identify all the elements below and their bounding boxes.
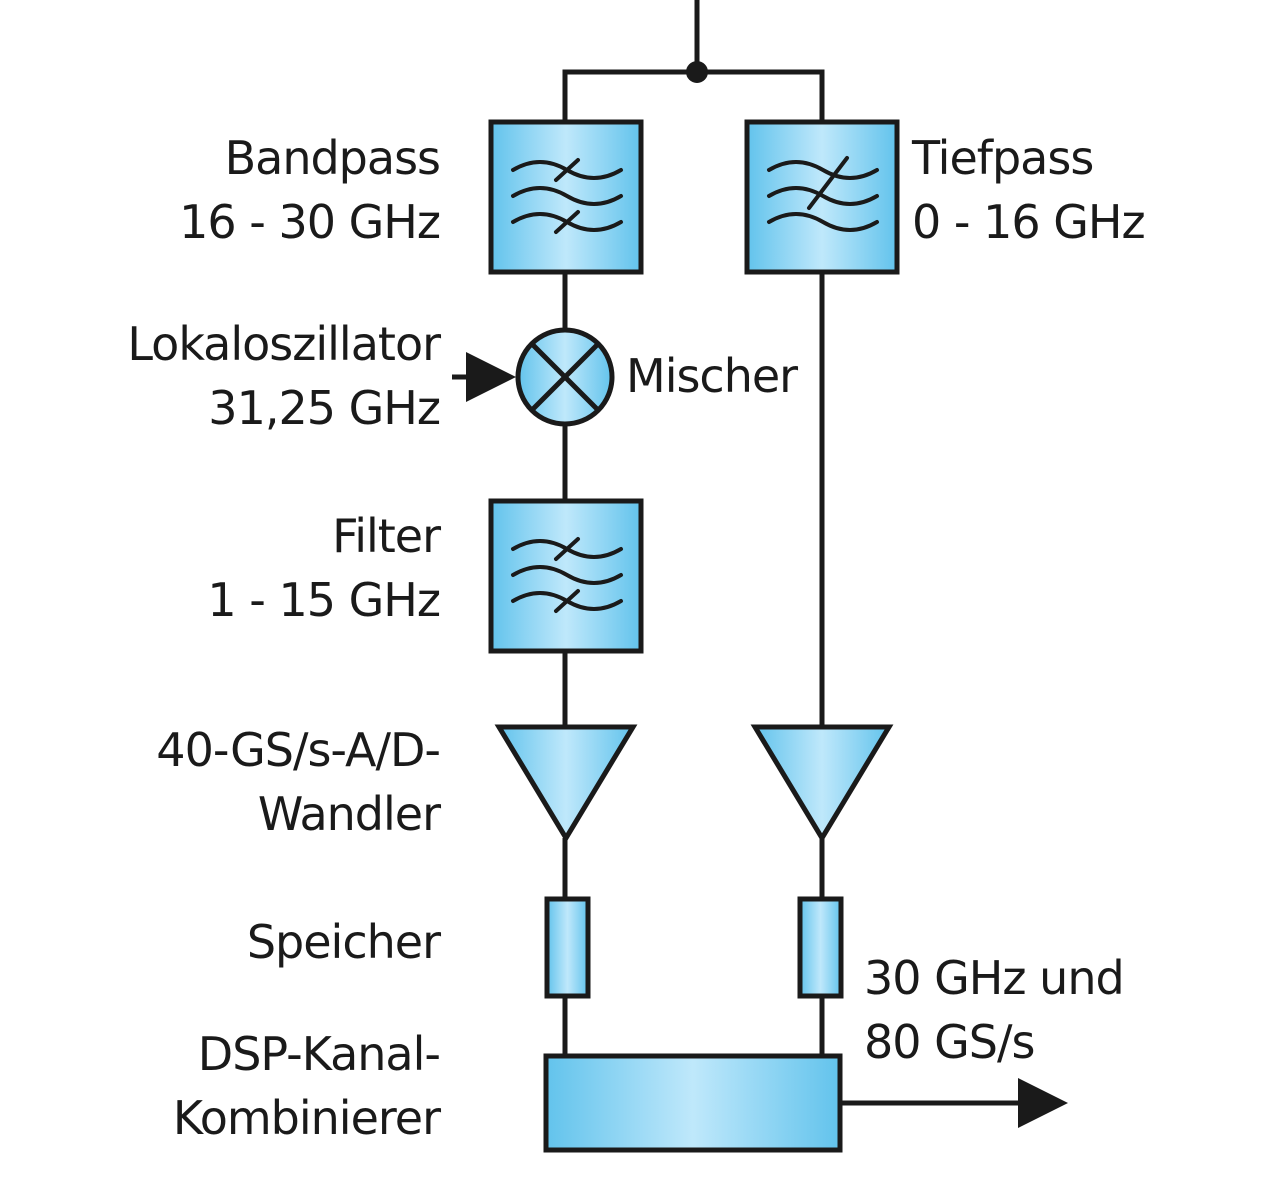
mixer-symbol bbox=[515, 327, 615, 427]
if-filter-block bbox=[488, 498, 644, 654]
adc-left-triangle bbox=[494, 724, 638, 843]
adc-label-line1: 40-GS/s-A/D- bbox=[156, 723, 441, 777]
speicher-label: Speicher bbox=[246, 915, 441, 969]
filter-label: Filter 1 - 15 GHz bbox=[207, 504, 441, 632]
lo-label: Lokaloszillator 31,25 GHz bbox=[127, 312, 441, 440]
split-junction-dot bbox=[686, 61, 708, 83]
adc-right-triangle bbox=[750, 724, 894, 843]
input-line bbox=[562, 0, 825, 122]
lowpass-filter-icon bbox=[767, 156, 879, 232]
bandpass-filter-icon bbox=[511, 158, 623, 234]
memory-right-block bbox=[797, 896, 844, 999]
dsp-label-line1: DSP-Kanal- bbox=[197, 1027, 441, 1081]
output-spec-label: 30 GHz und 80 GS/s bbox=[864, 946, 1125, 1074]
lo-label-name: Lokaloszillator bbox=[127, 317, 441, 371]
dsp-label: DSP-Kanal- Kombinierer bbox=[172, 1022, 441, 1150]
output-spec-bandwidth: 30 GHz und bbox=[864, 951, 1125, 1005]
filter-label-name: Filter bbox=[332, 509, 441, 563]
adc-label: 40-GS/s-A/D- Wandler bbox=[156, 718, 441, 846]
lo-label-freq: 31,25 GHz bbox=[208, 381, 441, 435]
output-spec-rate: 80 GS/s bbox=[864, 1015, 1035, 1069]
mischer-label: Mischer bbox=[626, 349, 798, 403]
tiefpass-label-name: Tiefpass bbox=[912, 131, 1094, 185]
tiefpass-label: Tiefpass 0 - 16 GHz bbox=[912, 126, 1146, 254]
bandpass-filter-block bbox=[488, 119, 644, 275]
bandpass-label: Bandpass 16 - 30 GHz bbox=[179, 126, 441, 254]
adc-label-line2: Wandler bbox=[257, 787, 441, 841]
lowpass-filter-block bbox=[744, 119, 900, 275]
filter-label-range: 1 - 15 GHz bbox=[207, 573, 441, 627]
tiefpass-label-range: 0 - 16 GHz bbox=[912, 195, 1146, 249]
dsp-combiner-block bbox=[543, 1053, 843, 1153]
bandpass-label-name: Bandpass bbox=[224, 131, 441, 185]
dsp-label-line2: Kombinierer bbox=[172, 1091, 441, 1145]
bandpass-label-range: 16 - 30 GHz bbox=[179, 195, 441, 249]
memory-left-block bbox=[544, 896, 591, 999]
if-filter-icon bbox=[511, 537, 623, 613]
